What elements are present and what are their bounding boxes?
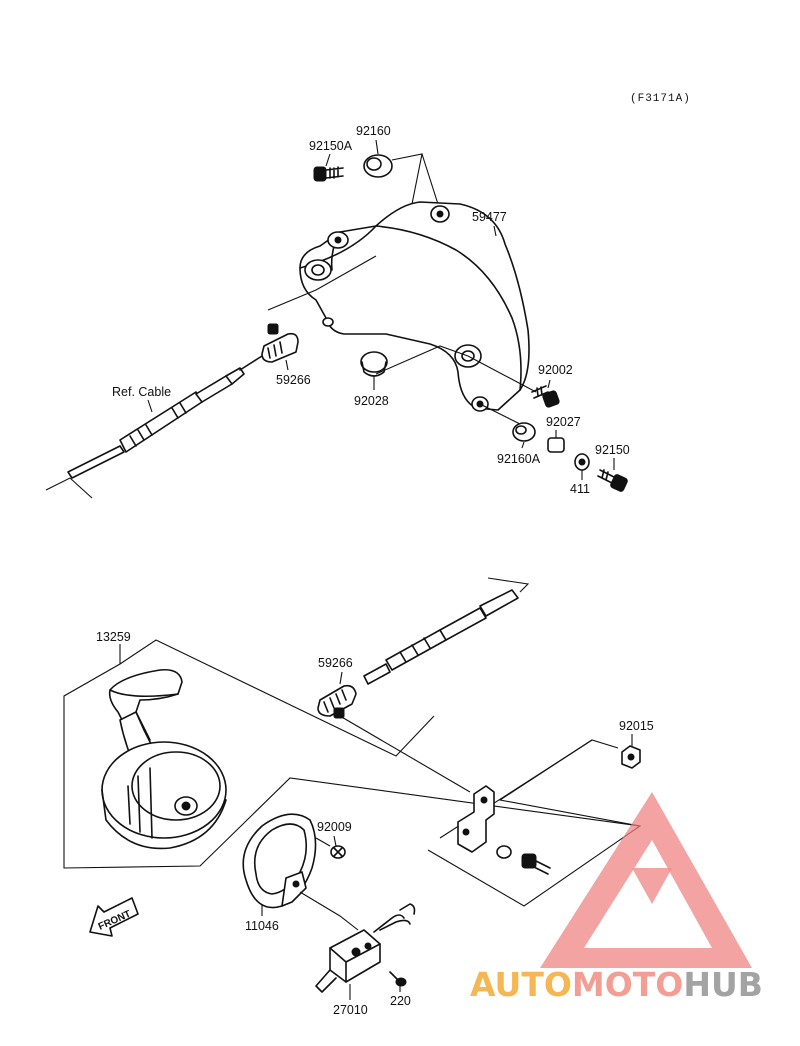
cable-joint-59266-bottom [317, 684, 471, 793]
label-59266-top: 59266 [276, 373, 311, 387]
remote-control-13259 [101, 668, 227, 850]
watermark-logo: AUTOMOTOHUB [470, 792, 763, 1004]
switch-27010 [299, 891, 416, 993]
label-11046: 11046 [245, 919, 279, 933]
screw-220 [389, 971, 407, 987]
label-92150A: 92150A [309, 139, 353, 153]
ref-cable-bottom [363, 577, 530, 685]
bolt-92150 [597, 469, 628, 492]
label-411: 411 [570, 482, 590, 496]
bolt-92002 [531, 385, 560, 408]
ref-cable-top [45, 355, 263, 499]
cable-joint-59266-top [261, 323, 299, 363]
washer-411 [574, 453, 590, 471]
label-92160A: 92160A [497, 452, 541, 466]
watermark-moto: MOTO [572, 965, 683, 1004]
bolt-bracket [521, 853, 551, 875]
nut-92015 [621, 745, 641, 769]
collar-92027 [547, 437, 565, 453]
watermark-hub: HUB [683, 965, 763, 1004]
label-59477: 59477 [472, 210, 507, 224]
label-92150: 92150 [595, 443, 630, 457]
collar-92160 [363, 154, 393, 178]
watermark-text: AUTOMOTOHUB [470, 965, 763, 1004]
label-220: 220 [390, 994, 411, 1008]
lower-assembly: FRONT [63, 577, 642, 993]
watermark-auto: AUTO [470, 965, 572, 1004]
bolt-92150A [313, 166, 344, 182]
mounting-bracket [457, 785, 495, 853]
figure-code: (F3171A) [630, 93, 691, 105]
collar-92160A [512, 422, 536, 442]
part-labels: 92150A 92160 59477 59266 92028 92002 920… [96, 124, 654, 1017]
label-leaders [147, 139, 633, 1000]
label-92015: 92015 [619, 719, 654, 733]
label-92028: 92028 [354, 394, 389, 408]
label-92160: 92160 [356, 124, 391, 138]
screw-92009 [315, 837, 346, 859]
label-13259: 13259 [96, 630, 131, 644]
watermark-triangle [540, 792, 752, 968]
label-ref-cable: Ref. Cable [112, 385, 171, 399]
label-59266-bottom: 59266 [318, 656, 353, 670]
collar-92028 [360, 351, 388, 377]
cover-plate-11046 [242, 813, 317, 909]
label-92002: 92002 [538, 363, 573, 377]
label-92009: 92009 [317, 820, 352, 834]
label-92027: 92027 [546, 415, 581, 429]
label-27010: 27010 [333, 1003, 368, 1017]
upper-assembly [45, 153, 628, 499]
cover-59477 [299, 201, 530, 412]
front-arrow: FRONT [89, 897, 139, 937]
washer-bracket [496, 845, 512, 859]
